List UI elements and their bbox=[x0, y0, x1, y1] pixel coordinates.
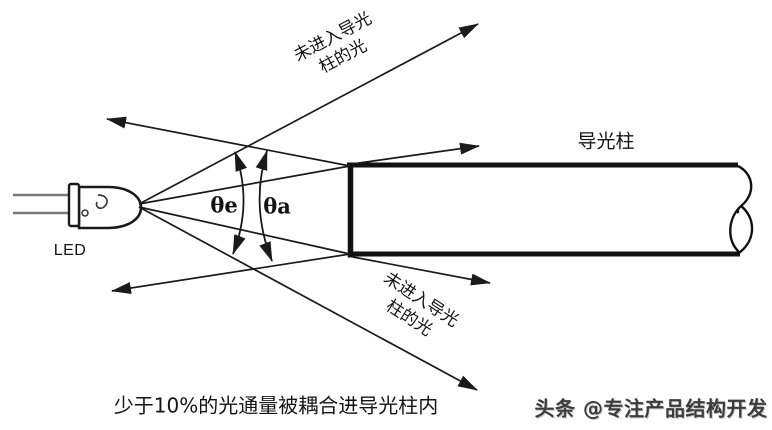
ray-to-bottom-corner bbox=[138, 206, 351, 255]
theta-e-arc bbox=[232, 151, 247, 255]
ray-to-top-corner bbox=[138, 165, 351, 205]
led-inner-contact bbox=[81, 209, 89, 217]
led-inner-wire bbox=[95, 194, 108, 210]
coupling-caption: 少于10%的光通量被耦合进导光柱内 bbox=[113, 393, 439, 418]
acceptance-boundary-upper bbox=[106, 116, 351, 167]
light-rays bbox=[106, 23, 491, 391]
ray-stray-top bbox=[138, 23, 479, 205]
theta-a-arc bbox=[255, 150, 273, 262]
led-label: LED bbox=[53, 242, 87, 259]
ray-exit-top-corner bbox=[351, 142, 480, 165]
led-flange bbox=[67, 182, 81, 228]
emission-angle-label: θe bbox=[210, 192, 238, 218]
ray-exit-bottom-corner bbox=[352, 256, 491, 286]
pipe-break-symbol bbox=[729, 164, 754, 254]
light-pipe-outline bbox=[347, 162, 754, 258]
led-symbol bbox=[13, 182, 143, 230]
acceptance-angle-label: θa bbox=[263, 193, 291, 219]
angle-arcs bbox=[232, 150, 273, 262]
led-body bbox=[77, 185, 143, 230]
acceptance-boundary-lower bbox=[111, 253, 351, 295]
light-pipe-label: 导光柱 bbox=[577, 130, 635, 153]
ray-stray-bottom bbox=[138, 206, 478, 391]
watermark-text: 头条 @专注产品结构开发 bbox=[534, 396, 768, 421]
